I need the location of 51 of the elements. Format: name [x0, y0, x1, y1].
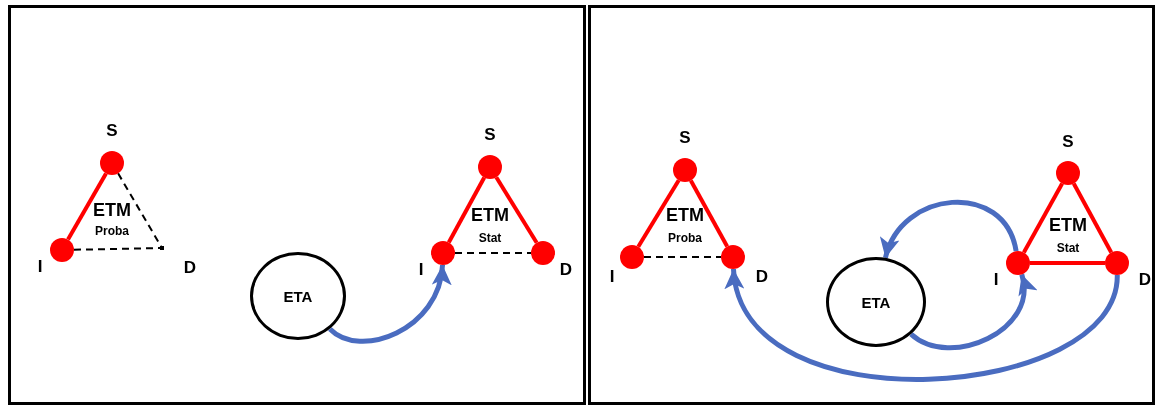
curved-arrow	[328, 264, 450, 344]
vertex-dot	[431, 241, 455, 265]
vertex-label: S	[484, 125, 496, 145]
vertex-dot	[478, 155, 502, 179]
dashed-line	[454, 252, 532, 254]
circle-node: ETA	[826, 257, 926, 347]
connector-line	[636, 179, 681, 248]
dashed-line	[643, 256, 722, 258]
dashed-line	[73, 247, 161, 251]
vertex-dot	[1105, 251, 1129, 275]
triangle-subtitle: Proba	[668, 231, 702, 245]
vertex-point	[160, 246, 164, 250]
connector-line	[1030, 261, 1105, 265]
connector-line	[1072, 182, 1113, 254]
triangle-title: ETM	[666, 204, 704, 226]
connector-line	[66, 172, 108, 241]
vertex-label: D	[1138, 270, 1152, 290]
vertex-label: S	[679, 128, 691, 148]
connector-line	[689, 179, 729, 248]
vertex-dot	[1056, 161, 1080, 185]
vertex-label: I	[37, 257, 43, 277]
vertex-dot	[721, 245, 745, 269]
vertex-dot	[1006, 251, 1030, 275]
triangle-title: ETM	[471, 204, 509, 226]
connector-line	[447, 176, 486, 244]
vertex-label: S	[1062, 132, 1074, 152]
vertex-label: I	[609, 267, 615, 287]
vertex-label: D	[559, 260, 573, 280]
triangle-subtitle: Proba	[95, 224, 129, 238]
vertex-label: I	[418, 260, 424, 280]
vertex-dot	[100, 151, 124, 175]
panel-frame	[588, 5, 1155, 405]
vertex-label: S	[106, 121, 118, 141]
triangle-title: ETM	[1049, 214, 1087, 236]
curved-arrow	[909, 273, 1036, 351]
connector-line	[494, 176, 539, 244]
circle-node: ETA	[250, 252, 346, 340]
panel-frame	[8, 5, 586, 405]
dashed-line	[117, 172, 162, 248]
vertex-dot	[531, 241, 555, 265]
connector-line	[1022, 182, 1064, 254]
vertex-dot	[50, 238, 74, 262]
triangle-title: ETM	[93, 199, 131, 221]
vertex-label: D	[755, 267, 769, 287]
triangle-subtitle: Stat	[478, 231, 502, 245]
curved-arrow	[882, 199, 1019, 259]
triangle-subtitle: Stat	[1056, 241, 1080, 255]
vertex-label: I	[993, 270, 999, 290]
vertex-label: D	[183, 258, 197, 278]
vertex-dot	[620, 245, 644, 269]
vertex-dot	[673, 158, 697, 182]
